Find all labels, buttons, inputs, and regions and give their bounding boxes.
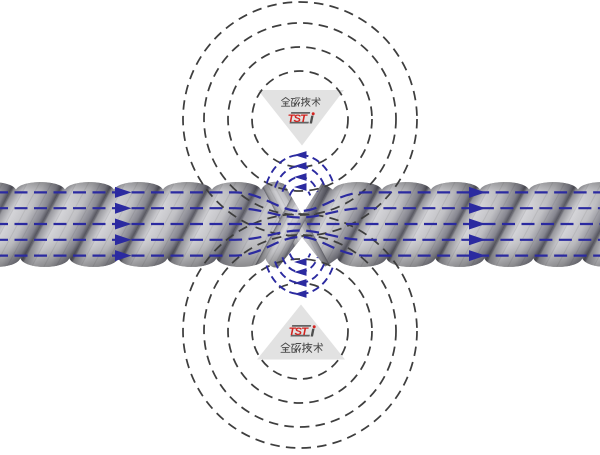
svg-text:TST: TST xyxy=(288,113,308,125)
svg-text:TST: TST xyxy=(289,326,309,338)
